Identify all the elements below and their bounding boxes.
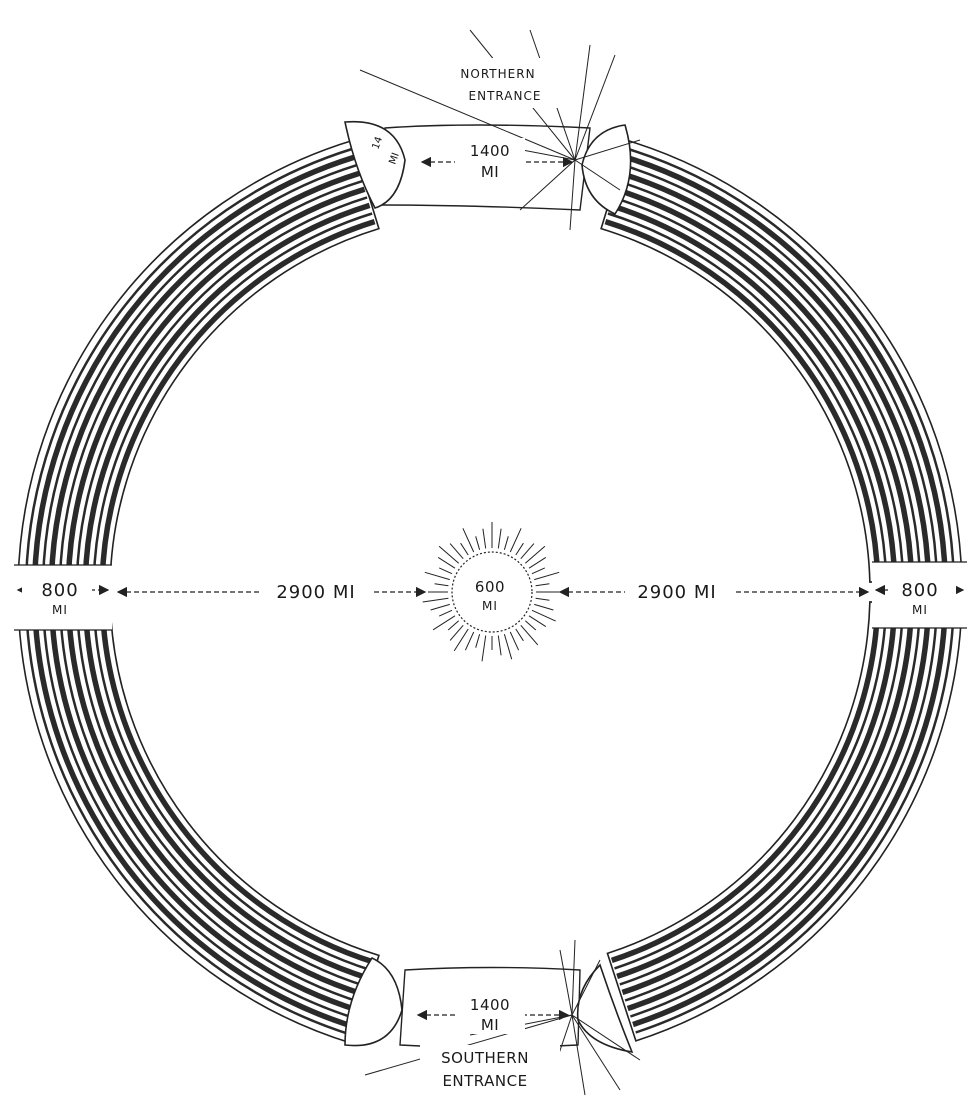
ring-arc-right-upper [601,141,962,582]
sun-ray [450,544,463,559]
ring-arc-left-lower [18,602,379,1043]
sun-ray [439,610,452,616]
sun-ray [510,632,518,650]
sun-ray [450,625,463,640]
sun-ray [433,616,455,630]
left-ring-width-unit: MI [52,603,68,617]
sun-ray [431,604,450,610]
sun-ray [461,543,469,555]
southern-width-unit: MI [481,1016,499,1034]
right-ring-width-value: 800 [901,580,938,601]
northern-width-unit: MI [481,163,499,181]
sun-ray [498,529,501,549]
sun-ray [536,598,550,600]
sun-ray [448,621,459,630]
sun-ray [482,636,486,662]
southern-width-value: 1400 [470,996,510,1014]
sun-ray [521,544,534,559]
sun-ray [476,536,480,550]
sun-ray [529,557,546,568]
sun-ray [435,584,449,586]
sun-ray [529,616,546,627]
ring-arc-right-lower [607,602,961,1041]
sun-ray [498,636,501,656]
sun-ray [425,572,450,579]
sun-ray [532,568,545,574]
sun-ray [534,572,559,579]
sun-diameter-value: 600 [475,578,505,596]
sun-ray [525,621,536,630]
left-radius-label: 2900 MI [276,582,355,603]
southern-entrance-label-2: ENTRANCE [442,1072,527,1090]
left-ring-width-value: 800 [41,580,78,601]
sun-ray [534,604,553,610]
sun-ray [423,598,449,602]
sun-ray [476,634,480,648]
sun-ray [536,584,550,586]
sun-ray [525,546,545,563]
sun-ray [439,568,452,574]
right-ring-width-unit: MI [912,603,928,617]
sun-ray [504,536,508,550]
southern-entrance-label-1: SOUTHERN [441,1049,529,1067]
sun-ray [521,625,538,645]
sun-ray [516,629,524,641]
right-radius-label: 2900 MI [637,582,716,603]
sun-ray [439,546,459,563]
sun-ray [483,529,486,549]
ring-arc-left-upper [18,141,379,582]
sun-ray [438,557,455,568]
northern-entrance-label-2: ENTRANCE [469,89,542,103]
northern-entrance-label-1: NORTHERN [460,67,535,81]
northern-width-value: 1400 [470,142,510,160]
sun-ray [504,634,511,659]
sun-diameter-unit: MI [482,599,498,613]
sun-ray [516,543,524,555]
sun-ray [465,632,473,650]
